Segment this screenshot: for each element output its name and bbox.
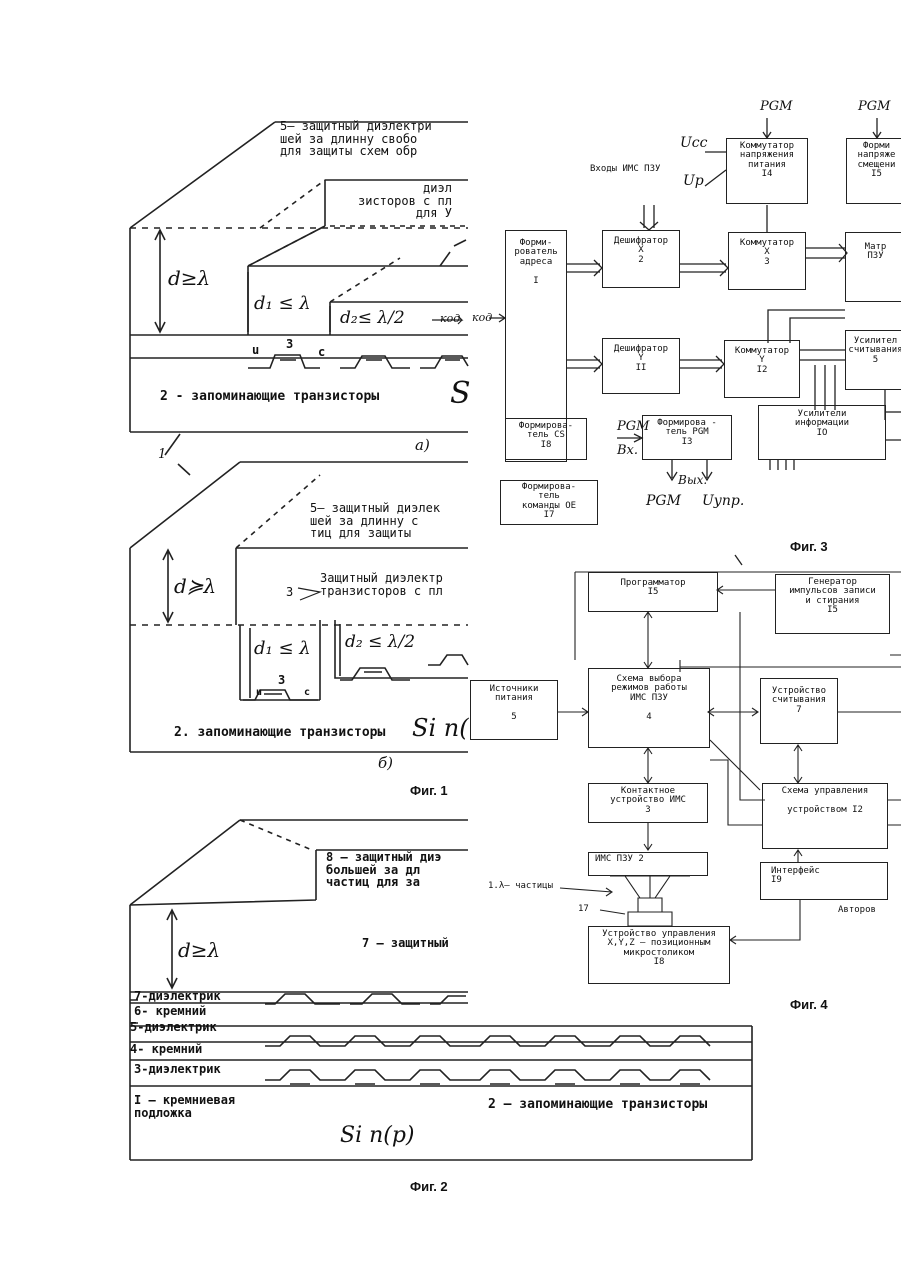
fig4-block-control: Схема управления устройством I2: [762, 783, 888, 849]
fig1b-c-label: c: [304, 688, 310, 699]
fig3-block-10: Усилители информации IO: [758, 405, 886, 460]
fig3-ucc-label: Ucc: [680, 136, 707, 151]
fig3-pgm-top-2: PGM: [858, 100, 890, 114]
fig4-authors-label: Авторов: [838, 906, 876, 915]
fig3-block-10-label: Усилители информации IO: [759, 410, 885, 438]
fig3-block-15-label: Форми напряже смещени I5: [847, 142, 901, 180]
fig1b-num3-left: 3: [286, 586, 293, 599]
fig2-layer-3: 3-диэлектрик: [134, 1063, 221, 1076]
fig1b-d2-label: d₂ ≤ λ/2: [345, 634, 415, 652]
fig3-block-3-label: Коммутатор X 3: [729, 239, 805, 267]
fig4-block-power-label: Источники питания 5: [471, 685, 557, 723]
fig1b-si-label: Si n(: [412, 716, 469, 741]
fig3-block-17-label: Формирова- тель команды ОЕ I7: [501, 483, 597, 521]
fig4-block-mode-select: Схема выбора режимов работы ИМС ПЗУ 4: [588, 668, 710, 748]
fig2-caption: Фиг. 2: [410, 1180, 448, 1194]
fig3-bx-label: Bx.: [617, 444, 638, 458]
fig4-block-reader: Устройство считывания 7: [760, 678, 838, 744]
fig2-layer7-label: 7 – защитный: [362, 937, 449, 950]
fig1a-d1-label: d₁ ≤ λ: [254, 295, 311, 314]
fig3-block-11: Дешифратор Y II: [602, 338, 680, 394]
fig1-caption: Фиг. 1: [410, 784, 448, 798]
fig1a-si-label: S: [450, 378, 471, 410]
fig3-uupr-label: Uупр.: [702, 494, 744, 509]
fig2-d-label: d≥λ: [178, 940, 220, 961]
fig3-block-11-label: Дешифратор Y II: [603, 345, 679, 373]
fig3-pgm-out-label: PGM: [646, 494, 681, 509]
fig2-layer-6: 6- кремний: [134, 1005, 206, 1018]
fig3-block-18: Формирова- тель CS I8: [505, 418, 587, 460]
fig4-block-xyz: Устройство управления X,Y,Z – позиционны…: [588, 926, 730, 984]
fig1b-sub-label: б): [378, 756, 393, 772]
fig1a-u-label: u: [252, 344, 259, 357]
fig3-block-12: Коммутатор Y I2: [724, 340, 800, 398]
fig4-caption: Фиг. 4: [790, 998, 828, 1012]
fig3-block-18-label: Формирова- тель CS I8: [506, 422, 586, 450]
fig4-block-contact-label: Контактное устройство ИМС 3: [589, 787, 707, 815]
fig1b-num3: 3: [278, 674, 285, 687]
fig2-layer-7: 7-диэлектрик: [134, 990, 221, 1003]
fig3-vyx-label: Вых.: [678, 474, 707, 487]
fig3-block-14: Коммутатор напряжения питания I4: [726, 138, 808, 204]
fig3-block-15: Форми напряже смещени I5: [846, 138, 901, 204]
fig4-block-programmer: Программатор I5: [588, 572, 718, 612]
fig4-block-contact: Контактное устройство ИМС 3: [588, 783, 708, 823]
fig2-layer8-label: 8 – защитный диэ большей за дл частиц дл…: [326, 851, 442, 889]
fig4-particles-label: 1.λ– частицы: [488, 882, 553, 891]
fig1a-transistors-label: 2 - запоминающие транзисторы: [160, 390, 379, 404]
fig3-block-3: Коммутатор X 3: [728, 232, 806, 290]
fig3-block-13-label: Формирова - тель PGM I3: [643, 419, 731, 447]
fig1a-dielectric-label: диэл зисторов с пл для У: [358, 182, 452, 220]
fig3-block-matrix-label: Матр ПЗУ: [846, 243, 901, 262]
fig1a-sub-label: а): [415, 438, 430, 454]
fig1a-layer5-label: 5– защитный диэлектри шей за длинну своб…: [280, 120, 432, 158]
fig3-up-label: Up: [683, 174, 704, 189]
fig2-si-label: Si n(p): [340, 1124, 415, 1147]
fig4-block-reader-label: Устройство считывания 7: [761, 687, 837, 715]
fig1a-c-label: c: [318, 346, 325, 359]
fig4-block-power: Источники питания 5: [470, 680, 558, 740]
fig4-block-rom-label: ИМС ПЗУ 2: [595, 855, 707, 864]
fig1b-layer5-label: 5– защитный диэлек шей за длинну с тиц д…: [310, 502, 440, 540]
fig2-layer-4: 4- кремний: [130, 1043, 202, 1056]
fig4-block-generator: Генератор импульсов записи и стирания I5: [775, 574, 890, 634]
fig1a-mark1: 1: [158, 448, 166, 462]
fig4-block-rom: ИМС ПЗУ 2: [588, 852, 708, 876]
fig4-block-xyz-label: Устройство управления X,Y,Z – позиционны…: [589, 930, 729, 968]
fig3-block-1-label: Форми- рователь адреса I: [506, 239, 566, 286]
fig4-block-generator-label: Генератор импульсов записи и стирания I5: [776, 578, 889, 616]
fig1b-transistors-label: 2. запоминающие транзисторы: [174, 726, 385, 740]
fig4-block-interface-label: Интерфейс I9: [771, 867, 887, 886]
fig3-block-matrix: Матр ПЗУ: [845, 232, 901, 302]
fig3-pgm-top-1: PGM: [760, 100, 792, 114]
fig2-substrate-label: I – кремниевая подложка: [134, 1094, 235, 1119]
fig1b-u-label: u: [256, 688, 262, 699]
fig4-block-programmer-label: Программатор I5: [589, 579, 717, 598]
fig3-block-12-label: Коммутатор Y I2: [725, 347, 799, 375]
fig1b-d1-label: d₁ ≤ λ: [254, 640, 311, 659]
fig1a-d-label: d≥λ: [168, 268, 210, 289]
fig3-caption: Фиг. 3: [790, 540, 828, 554]
fig4-num17: 17: [578, 905, 589, 914]
fig1a-kod-label: код: [440, 313, 460, 325]
fig3-block-5-label: Усилител считывания 5: [846, 337, 901, 365]
fig3-block-17: Формирова- тель команды ОЕ I7: [500, 480, 598, 525]
fig1b-layer3-label: Защитный диэлектр транзисторов с пл: [320, 572, 443, 597]
fig4-block-mode-select-label: Схема выбора режимов работы ИМС ПЗУ 4: [589, 675, 709, 722]
fig1a-num3: 3: [286, 338, 293, 351]
fig3-block-2-label: Дешифратор X 2: [603, 237, 679, 265]
fig2-layer-5: 5-диэлектрик: [130, 1021, 217, 1034]
fig1a-d2-label: d₂≤ λ/2: [340, 310, 405, 328]
fig3-block-13: Формирова - тель PGM I3: [642, 415, 732, 460]
fig4-block-interface: Интерфейс I9: [760, 862, 888, 900]
fig3-kod-label: код: [472, 312, 492, 324]
fig4-block-control-label: Схема управления устройством I2: [763, 787, 887, 815]
fig3-inputs-label: Входы ИМС ПЗУ: [590, 165, 660, 174]
fig3-block-2: Дешифратор X 2: [602, 230, 680, 288]
fig1b-d-label: d≽λ: [174, 576, 216, 597]
fig2-transistors-label: 2 – запоминающие транзисторы: [488, 1098, 707, 1112]
fig3-block-5: Усилител считывания 5: [845, 330, 901, 390]
fig3-block-14-label: Коммутатор напряжения питания I4: [727, 142, 807, 180]
